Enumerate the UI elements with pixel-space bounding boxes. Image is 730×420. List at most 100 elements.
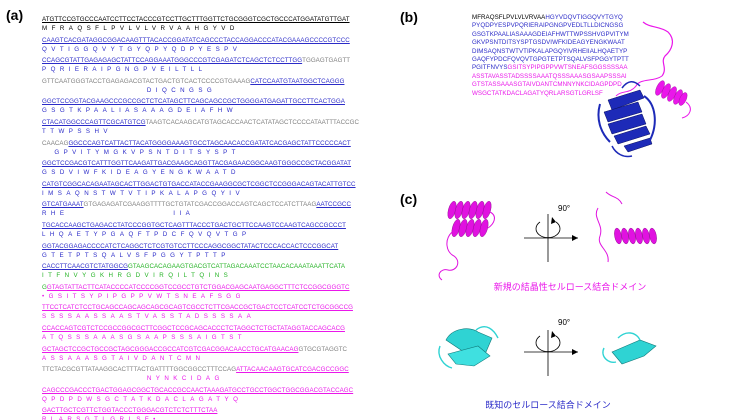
protein-sequence-line: DIMSAQNSTWTVTIPKALAPGQYIVRHEIIALHQAETYP	[472, 48, 637, 56]
nucleotide-line: CATGTCGGCACAGAATAGCACTTGGACTGTGACCATACCG…	[42, 180, 386, 189]
nucleotide-segment: GTGAGAGATCGAAGGTTTTGCTGTATCGACCGGACCAGTC…	[83, 201, 317, 209]
sequence-row: GGCTCCGACGTCATTTGGTTCAAGATTGACGAAGCAGGTT…	[42, 159, 386, 177]
nucleotide-line: GGCTCCGACGTCATTTGGTTCAAGATTGACGAAGCAGGTT…	[42, 159, 386, 168]
sequence-row: CCAGCGTATTGAGAGAGCTATTCCAGGAAATGGGCCCGTC…	[42, 56, 386, 74]
amino-acid-segment: DIQCNGSG	[42, 86, 217, 94]
protein-sequence-segment: HGYVDQVTIGGQVYTGYQ	[545, 14, 623, 21]
amino-acid-segment: ATQSSSAAASGSAAPSSSAIGTST	[42, 334, 246, 341]
amino-acid-segment: QVTIGGQVYTGYQPYQDPYESPV	[42, 45, 242, 53]
amino-acid-segment: MFRAQSFLPVLVLVRVAAHGYVD	[42, 25, 239, 32]
nucleotide-segment: GGTACGGAGACCCCATCTCAGGCTCTCGTGTCCTTCCCAG…	[42, 242, 339, 250]
sequence-row: CCACCAGTCGTCTCCGCCGGCGCTTCGGCTCCGCAGCACC…	[42, 324, 386, 342]
nucleotide-segment: GGCTCCGGTACGAAGCCCGCCGCTCTCATAGCTTCAGCAG…	[42, 98, 345, 106]
amino-acid-line: QPDPDWSGCTATKDACLAGATYQ	[42, 395, 386, 404]
nucleotide-line: TGCACCAAGCTGAGACCTATCCCGGTGCTCAGTTTACCCT…	[42, 221, 386, 230]
protein-sequence-line: WSGCTATKDACLAGATYQRLARSGTLGRLSF	[472, 90, 637, 98]
nucleotide-segment: CCAGCGTATTGAGAGAGCTATTCCAGGAAATGGGCCCGTC…	[42, 57, 303, 65]
amino-acid-segment: ITFNVYGKHRGDVIRQILTQINS	[42, 272, 233, 280]
amino-acid-line: IMSAQNSTWTVTIPKALAPGQYIV	[42, 189, 386, 198]
sequence-row: TGCACCAAGCTGAGACCTATCCCGGTGCTCAGTTTACCCT…	[42, 221, 386, 239]
amino-acid-line: ITFNVYGKHRGDVIRQILTQINS	[42, 271, 386, 280]
amino-acid-segment: RHE IIA	[42, 210, 195, 218]
panel-label-c: (c)	[400, 191, 418, 207]
protein-sequence-segment: GSITSYPIPGPPVWTSNEAFSGGSSSSAA	[507, 64, 628, 72]
nucleotide-segment: GCTAGCTCCGCTGCCGCTAGCGGGACCGCCATCGTCGACG…	[42, 345, 299, 353]
protein-sequence-segment: DIMSAQNSTWTVTIPKALAPGQYIVRHEIIALHQAETYP	[472, 47, 628, 55]
amino-acid-segment: PQRIERAIPGNGPVEILTLL	[42, 66, 207, 74]
protein-sequence-line: MFRAQSFLPVLVLVRVAAHGYVDQVTIGGQVYTGYQ	[472, 14, 637, 22]
amino-acid-segment: GTETPTSQALVSFPGGYTPTTP	[42, 251, 230, 259]
nucleotide-segment: CATGTCGGCACAGAATAGCACTTGGACTGTGACCATACCG…	[42, 180, 356, 188]
nucleotide-segment: TGCACCAAGCTGAGACCTATCCCGGTGCTCAGTTTACCCT…	[42, 222, 346, 229]
sequence-row: ATGTTCCGTGCCCAATCCTTCCTACCCGTCCTTGCTTTGG…	[42, 15, 386, 33]
amino-acid-line: GPVITYMGKVPSNTDITSYSPT	[42, 148, 386, 157]
protein-sequence-line: PGITFNVYSGSITSYPIPGPPVWTSNEAFSGGSSSSAA	[472, 64, 637, 72]
nucleotide-segment: GGCTCCGACGTCATTTGGTTCAAGATTGACGAAGCAGGTT…	[42, 160, 352, 168]
rotation-label-bottom: 90°	[558, 318, 571, 327]
protein-sequence-line: PYQDPYESPVPQRIERAIPGNGPVEDLTLLDICNGSG	[472, 22, 637, 30]
nucleotide-segment: TGGAGTGAGTT	[302, 57, 351, 65]
protein-sequence-segment: GAQFYPDCFQVQVTGPGTETPTSQALVSFPGGYTPTT	[472, 56, 629, 64]
protein-sequence-segment: PGITFNVYS	[472, 64, 508, 72]
amino-acid-line: RHE IIA	[42, 209, 386, 218]
nucleotide-segment: AATCCGCC	[316, 201, 351, 209]
nucleotide-segment: GTAGTATTACTTCATACCCCATCCCCGGTCCGCCTGTCTG…	[46, 283, 350, 291]
amino-acid-line: QVTIGGQVYTGYQPYQDPYESPV	[42, 45, 386, 54]
sequence-row: CAAGTCACGATAGGCGGACAAGTTTACACCGGATATCAGC…	[42, 36, 386, 54]
amino-acid-line: LHQAETYPGAQFTPDCFQVQVTGP	[42, 230, 386, 239]
sequence-row: TTCTACGCGTTATAAGGCACTTTACTGATTTTGGCGGCCT…	[42, 365, 386, 383]
amino-acid-line: ASSAAASGTAIVDANTCMN	[42, 354, 386, 363]
panel-c-rotation-arrow-top	[524, 214, 578, 262]
nucleotide-segment: G	[42, 283, 47, 291]
nucleotide-segment: GTCATGAAAT	[42, 201, 84, 209]
nucleotide-segment: GTAAGCACAGAAGTGACGTCATTAGACAAATCCTAACACA…	[128, 263, 346, 271]
panel-c-novel-domain-rotated	[595, 191, 657, 263]
amino-acid-segment: ASSAAASGTAIVDANTCMN	[42, 354, 205, 362]
panel-c-rotation-arrow-bottom	[524, 330, 578, 376]
amino-acid-segment: •GSITSYPIPGPPVWTSNEAFSGG	[42, 292, 245, 300]
amino-acid-segment: QPDPDWSGCTATKDACLAGATYQ	[42, 395, 243, 403]
amino-acid-segment: GSDVIWFKIDEAGYENGKWAATD	[42, 169, 240, 177]
nucleotide-line: TTCTACGCGTTATAAGGCACTTTACTGATTTTGGCGGCCT…	[42, 365, 386, 374]
panel-c-known-domain-rotated	[602, 332, 657, 365]
amino-acid-line: GTETPTSQALVSFPGGYTPTTP	[42, 251, 386, 260]
amino-acid-line: GSDVIWFKIDEAGYENGKWAATD	[42, 168, 386, 177]
panel-label-a: (a)	[6, 7, 24, 23]
nucleotide-segment: GTTCAATGGGTACCTGAGAGACGTACTGACTGTCACTCCC…	[42, 77, 251, 85]
sequence-row: CTACATGGCCCAGTTCGCATGTCGTAAGTCACAAGCATGT…	[42, 118, 386, 136]
sequence-row: GACTTGCTCGTTCTGGTACCCTGGGACGTCTCTCTTTCTA…	[42, 406, 386, 420]
amino-acid-segment: SSSSAASSAASTVASSTADSSSSAA	[42, 313, 256, 321]
amino-acid-segment: GSGTKPAALIASAAAGDEIAFHW	[42, 107, 238, 115]
amino-acid-line: GSGTKPAALIASAAAGDEIAFHW	[42, 106, 386, 115]
nucleotide-segment: TAAGTCACAAGCATGTAGCACCAACTCATATAGCTCCCCA…	[145, 119, 360, 126]
amino-acid-line: MFRAQSFLPVLVLVRVAAHGYVD	[42, 24, 386, 33]
nucleotide-segment: GTGCGTAGGTC	[298, 345, 348, 353]
sequence-row: CAGCCCGACCCTGACTGGAGCGGCTGCACCGCCAACTAAA…	[42, 386, 386, 404]
nucleotide-segment: CAACAG	[42, 139, 69, 147]
protein-sequence-line: GTSTASSAAASGTAIVDANTCMNNYNKCIDAGPDPD	[472, 81, 637, 89]
sequence-row: GCTAGCTCCGCTGCCGCTAGCGGGACCGCCATCGTCGACG…	[42, 345, 386, 363]
amino-acid-line: ATQSSSAAASGSAAPSSSAIGTST	[42, 333, 386, 342]
protein-sequence-segment: WSGCTATKDACLAGATYQRLARSGTLGRLSF	[472, 89, 603, 97]
nucleotide-segment: CAAGTCACGATAGGCGGACAAGTTTACACCGGATATCAGC…	[42, 36, 350, 44]
amino-acid-line: DIQCNGSG	[42, 86, 386, 95]
sequence-row: GTTCAATGGGTACCTGAGAGACGTACTGACTGTCACTCCC…	[42, 77, 386, 95]
nucleotide-line: ATGTTCCGTGCCCAATCCTTCCTACCCGTCCTTGCTTTGG…	[42, 15, 386, 24]
sequence-row: GTCATGAAATGTGAGAGATCGAAGGTTTTGCTGTATCGAC…	[42, 200, 386, 218]
nucleotide-line: GGTACGGAGACCCCATCTCAGGCTCTCGTGTCCTTCCCAG…	[42, 242, 386, 251]
sequence-row: TTCCTCATCTCCTGCAGCCAGCAGCAGCGCAGTCGCCTCT…	[42, 303, 386, 321]
nucleotide-segment: GACTTGCTCGTTCTGGTACCCTGGGACGTCTCTCTTTCTA…	[42, 407, 218, 415]
amino-acid-line: NYNKCIDAG	[42, 374, 386, 383]
nucleotide-segment: TTCCTCATCTCCTGCAGCCAGCAGCAGCGCAGTCGCCTCT…	[42, 304, 353, 312]
nucleotide-segment: ATTACAACAAGTGCATCGACGCCGGC	[236, 366, 349, 374]
panel-label-b: (b)	[400, 9, 418, 25]
sequence-row: GGTACGGAGACCCCATCTCAGGCTCTCGTGTCCTTCCCAG…	[42, 242, 386, 260]
amino-acid-segment: GPVITYMGKVPSNTDITSYSPT	[42, 148, 240, 156]
nucleotide-line: GTCATGAAATGTGAGAGATCGAAGGTTTTGCTGTATCGAC…	[42, 200, 386, 209]
amino-acid-segment: LHQAETYPGAQFTPDCFQVQVTGP	[42, 231, 251, 238]
amino-acid-segment: RLARSGTLGRLSF•	[42, 416, 160, 420]
sequence-row: CACCTTCAACGTCTATGGCGGTAAGCACAGAAGTGACGTC…	[42, 262, 386, 280]
nucleotide-segment: CAGCCCGACCCTGACTGGAGCGGCTGCACCGCCAACTAAA…	[42, 386, 354, 394]
protein-sequence-segment: ASSTAVASSTADSSSSAAATQSSSAAASGSAAPSSSAI	[472, 72, 627, 80]
nucleotide-line: CCACCAGTCGTCTCCGCCGGCGCTTCGGCTCCGCAGCACC…	[42, 324, 386, 333]
